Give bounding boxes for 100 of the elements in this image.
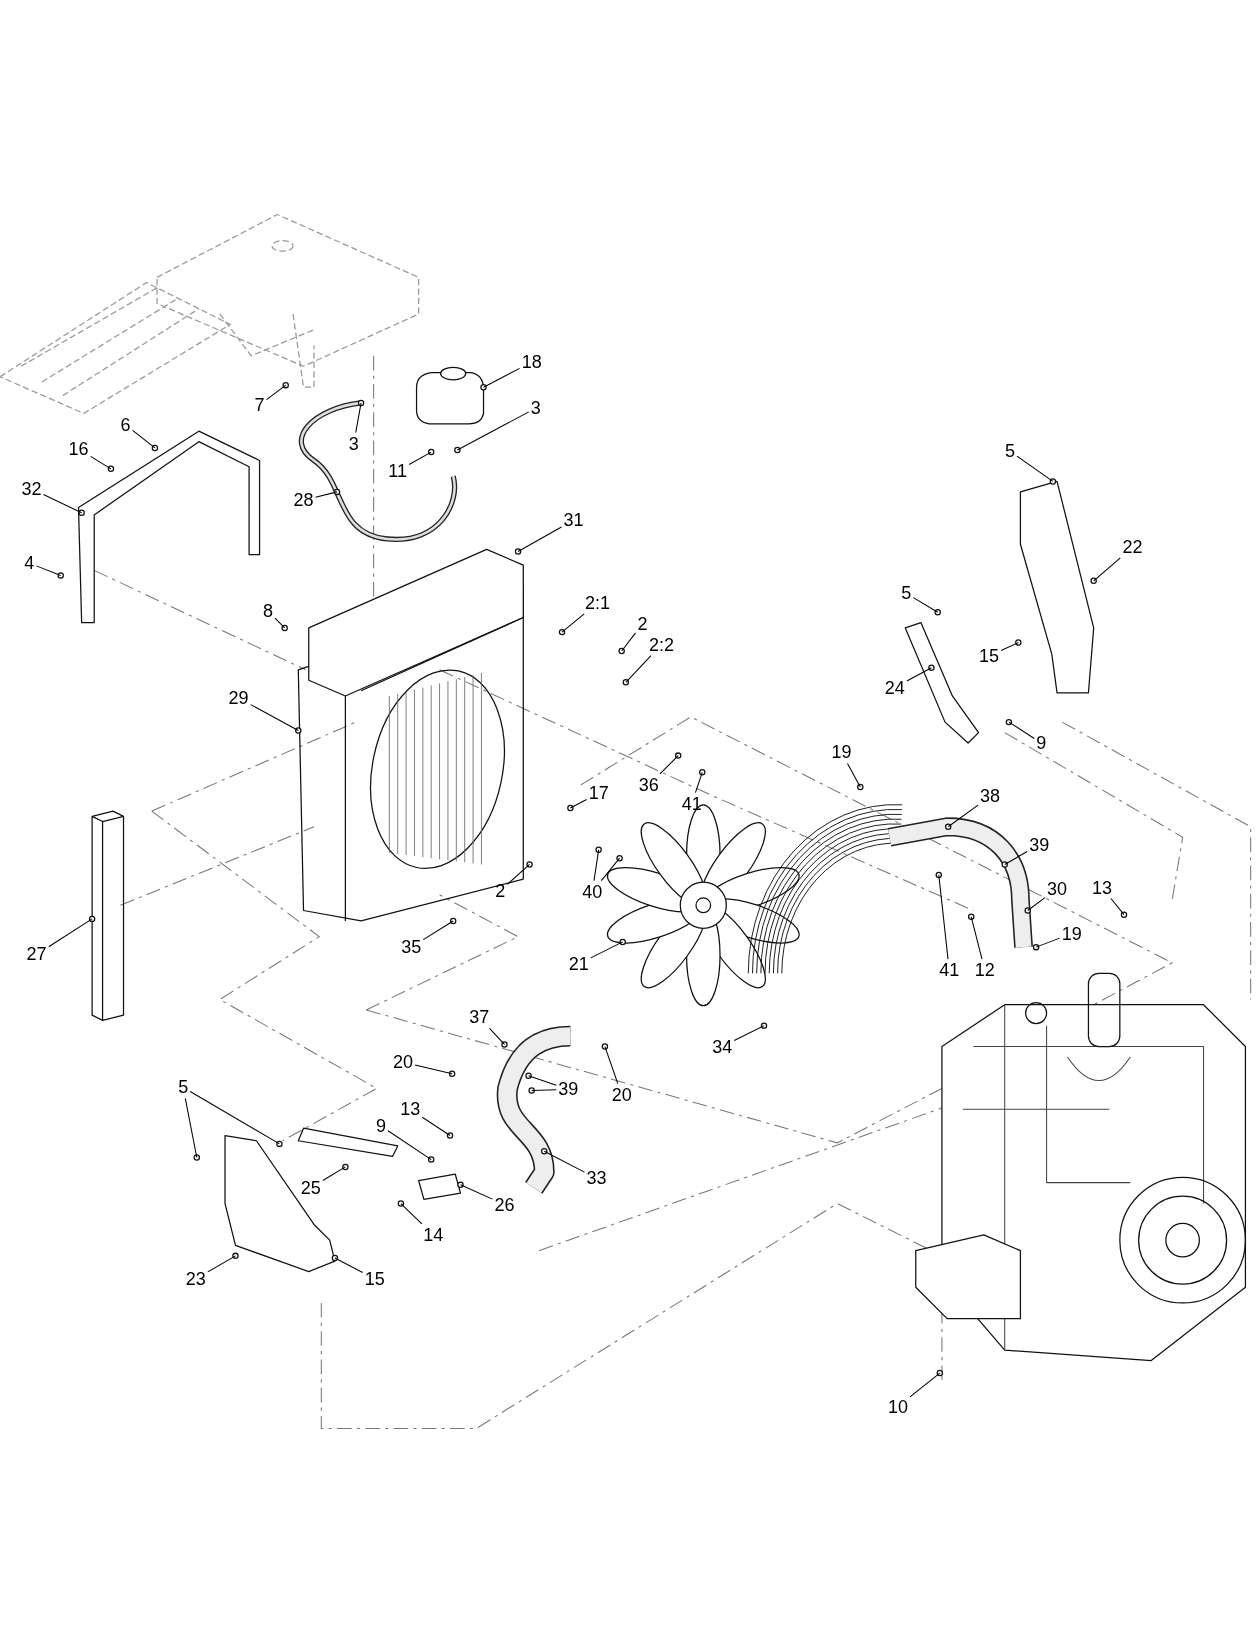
- callout-number: 4: [23, 553, 36, 574]
- callout-number: 13: [1091, 877, 1114, 898]
- callout-number: 3: [347, 433, 360, 454]
- leader-line: [489, 1027, 505, 1045]
- leader-line: [315, 491, 338, 498]
- callout-number: 9: [374, 1116, 387, 1137]
- leader-line: [846, 763, 861, 788]
- leader-line: [483, 367, 521, 388]
- leader-line: [1016, 455, 1054, 482]
- callout-number: 23: [184, 1268, 207, 1289]
- leader-line: [528, 1075, 557, 1086]
- leader-line: [184, 1097, 198, 1158]
- callout-number: 38: [979, 786, 1002, 807]
- leader-line: [274, 617, 286, 629]
- leader-line: [912, 597, 939, 613]
- callout-number: 12: [973, 960, 996, 981]
- leader-line: [600, 857, 621, 882]
- callout-number: 39: [1028, 834, 1051, 855]
- callout-number: 2: [494, 880, 507, 901]
- leader-line: [1093, 557, 1121, 582]
- callout-number: 25: [299, 1177, 322, 1198]
- leader-line: [132, 429, 156, 449]
- leader-line: [1000, 642, 1019, 652]
- leader-line: [250, 704, 299, 732]
- callout-number: 41: [680, 793, 703, 814]
- leader-line: [35, 565, 62, 577]
- leader-line: [569, 799, 588, 809]
- callout-number: 15: [978, 646, 1001, 667]
- leader-line: [400, 1203, 423, 1225]
- leader-line: [531, 1089, 557, 1092]
- callout-number: 29: [227, 688, 250, 709]
- leader-line: [42, 494, 83, 514]
- leader-line: [909, 1372, 941, 1398]
- callout-number: 5: [177, 1077, 190, 1098]
- callout-number: 41: [938, 960, 961, 981]
- leader-line: [355, 402, 362, 434]
- leader-line: [1110, 898, 1125, 916]
- callout-number: 11: [387, 460, 409, 481]
- leader-line: [517, 526, 562, 553]
- leader-line: [422, 920, 454, 941]
- callout-number: 10: [886, 1396, 909, 1417]
- leader-line: [421, 1116, 451, 1137]
- leader-line: [659, 755, 679, 775]
- callout-number: 37: [468, 1007, 491, 1028]
- leader-line: [1008, 721, 1035, 740]
- callout-number: 18: [520, 352, 543, 373]
- callout-number: 35: [400, 937, 423, 958]
- callout-number: 31: [562, 510, 585, 531]
- callout-number: 26: [493, 1194, 516, 1215]
- callout-number: 30: [1046, 878, 1069, 899]
- callout-number: 27: [25, 944, 48, 965]
- leader-line: [48, 918, 93, 948]
- callout-number: 9: [1035, 733, 1048, 754]
- leader-line: [947, 804, 979, 828]
- leader-line: [1004, 851, 1028, 865]
- callout-number: 7: [253, 395, 266, 415]
- callout-number: 24: [883, 677, 906, 698]
- leader-line: [590, 941, 624, 959]
- leader-line: [561, 613, 585, 633]
- callout-number: 39: [557, 1079, 580, 1100]
- callout-number: 16: [67, 439, 90, 459]
- leader-line: [506, 863, 531, 885]
- leader-line: [938, 874, 949, 960]
- callout-number: 2:1: [584, 592, 612, 613]
- leader-line: [1027, 897, 1046, 912]
- leader-line: [387, 1130, 432, 1161]
- leader-line: [906, 667, 932, 682]
- leader-line: [189, 1090, 280, 1145]
- callout-number: 2:2: [647, 634, 675, 655]
- leader-line: [334, 1257, 364, 1274]
- leader-line: [408, 451, 432, 466]
- leader-line: [207, 1255, 236, 1273]
- callout-number: 5: [900, 583, 913, 604]
- leader-line: [733, 1025, 765, 1042]
- callout-number: 22: [1121, 537, 1144, 558]
- callout-number: 20: [391, 1052, 414, 1073]
- callout-number: 33: [585, 1168, 608, 1189]
- callout-number: 5: [1003, 441, 1016, 462]
- leader-line: [322, 1166, 346, 1182]
- callout-number: 19: [830, 742, 853, 763]
- callout-number: 15: [363, 1268, 386, 1289]
- callout-number: 28: [292, 490, 315, 511]
- callout-number: 17: [587, 783, 610, 804]
- leader-line: [543, 1150, 585, 1173]
- leader-line: [604, 1046, 619, 1085]
- callout-number: 34: [711, 1036, 734, 1057]
- callout-number: 13: [399, 1099, 422, 1120]
- leader-line: [459, 1184, 493, 1200]
- callout-number: 19: [1060, 923, 1083, 944]
- leader-line: [694, 771, 703, 794]
- leader-line: [414, 1064, 453, 1075]
- leader-line: [970, 916, 983, 960]
- callout-number: 40: [581, 881, 604, 902]
- callout-number: 36: [637, 774, 660, 795]
- callout-number: 21: [567, 953, 590, 974]
- callout-number: 2: [636, 613, 649, 634]
- callout-number: 32: [20, 478, 43, 499]
- leader-line: [621, 632, 637, 652]
- callout-number: 8: [261, 601, 274, 622]
- callout-number: 6: [119, 414, 132, 435]
